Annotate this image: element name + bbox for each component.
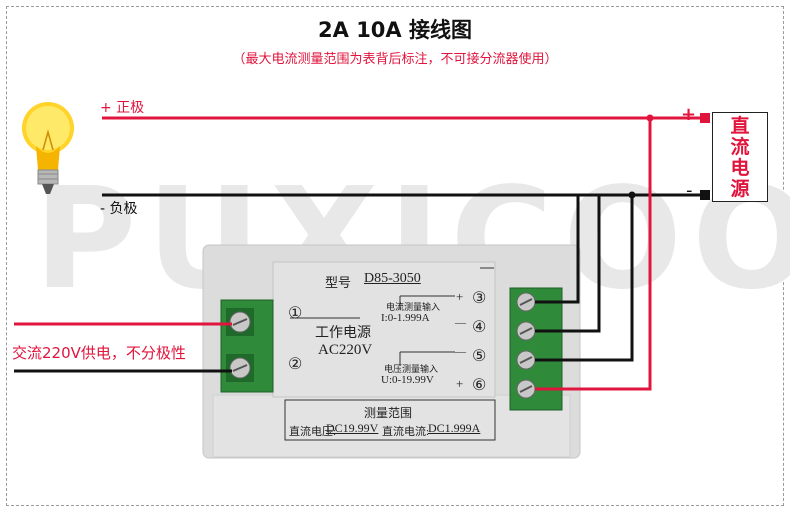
psu-plus-terminal <box>700 113 710 123</box>
voltage-range: U:0-19.99V <box>381 374 434 386</box>
negative-label: - 负极 <box>100 201 138 217</box>
terminal-4-sign: — <box>455 317 466 329</box>
psu-minus-sign: - <box>686 180 693 201</box>
power-value: AC220V <box>318 342 373 358</box>
positive-label: + 正极 <box>100 100 145 116</box>
wire-terminal-3 <box>535 195 580 304</box>
voltage-input-label: 电压测量输入 <box>384 364 439 374</box>
model-number: D85-3050 <box>364 271 421 286</box>
dc-voltage-value: DC19.99V <box>326 421 379 435</box>
current-range: I:0-1.999A <box>381 312 430 324</box>
range-box <box>284 399 496 441</box>
dc-current-value: DC1.999A <box>428 421 481 435</box>
dc-current-label: 直流电流: <box>382 426 430 438</box>
wire-terminal-4 <box>535 195 601 333</box>
psu-minus-terminal <box>700 190 710 200</box>
dashed-frame <box>6 6 784 506</box>
diagram-title: 2A 10A 接线图 <box>318 18 472 42</box>
current-input-label: 电流测量输入 <box>386 302 441 312</box>
dc-power-supply: 直流电源 <box>712 112 768 202</box>
terminal-3-label: ③ <box>472 290 487 307</box>
terminal-4-label: ④ <box>472 319 487 336</box>
wire-terminal-5 <box>535 195 634 362</box>
range-title: 测量范围 <box>364 406 413 420</box>
terminal-3-sign: + <box>456 289 464 304</box>
terminal-6-label: ⑥ <box>472 377 487 394</box>
power-label: 工作电源 <box>315 326 371 341</box>
psu-label: 直流电源 <box>730 115 750 200</box>
dc-voltage-label: 直流电压: <box>289 426 337 438</box>
meter-face <box>272 261 496 398</box>
wire-terminal-6 <box>535 118 652 391</box>
model-label: 型号 <box>325 275 352 290</box>
terminal-6-sign: + <box>456 376 464 391</box>
terminal-1-label: ① <box>288 305 303 322</box>
diagram-subtitle: （最大电流测量范围为表背后标注，不可接分流器使用） <box>232 52 558 67</box>
ac-supply-label: 交流220V供电，不分极性 <box>12 344 186 362</box>
psu-plus-sign: + <box>681 104 697 125</box>
light-bulb-icon <box>22 102 74 194</box>
terminal-5-label: ⑤ <box>472 348 487 365</box>
terminal-2-label: ② <box>288 356 303 373</box>
terminal-5-sign: — <box>455 346 466 358</box>
